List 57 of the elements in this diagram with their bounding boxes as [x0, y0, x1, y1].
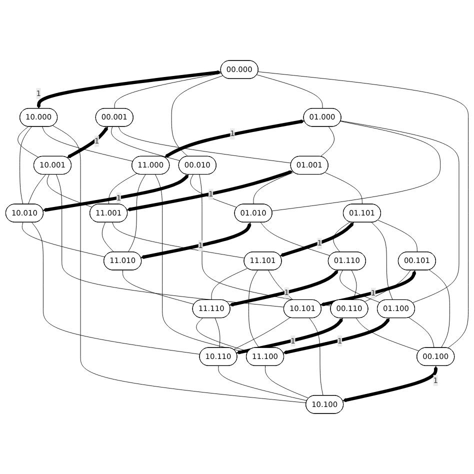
connector — [112, 222, 245, 258]
connector — [114, 73, 222, 109]
connector — [268, 270, 294, 300]
arrow — [36, 70, 222, 109]
connector — [18, 126, 39, 158]
connector — [340, 270, 380, 303]
connector — [171, 75, 224, 157]
arrow — [42, 174, 189, 212]
connector — [52, 125, 306, 404]
connector — [260, 222, 330, 256]
connector — [20, 126, 32, 204]
arrow — [283, 318, 390, 354]
connector — [102, 222, 114, 252]
connector — [122, 270, 194, 305]
connector — [56, 174, 284, 308]
connector — [214, 318, 220, 348]
arrow — [66, 126, 108, 158]
connector — [218, 366, 308, 401]
connector — [253, 172, 294, 204]
connector — [408, 317, 434, 348]
connector — [378, 220, 418, 252]
connector — [272, 121, 441, 212]
arrow — [229, 270, 338, 306]
arrow — [320, 270, 416, 306]
connector — [364, 270, 411, 302]
connector — [371, 222, 393, 300]
arrow — [342, 366, 438, 402]
connector — [190, 174, 238, 208]
connector — [155, 174, 248, 353]
connector — [264, 366, 309, 398]
connector — [324, 172, 362, 204]
arrow — [126, 170, 293, 212]
arrow — [280, 222, 354, 257]
connector — [309, 318, 324, 396]
connector — [258, 72, 469, 348]
connector — [320, 126, 334, 157]
connector — [248, 270, 260, 348]
connector — [111, 126, 180, 162]
connector — [22, 222, 106, 258]
connector — [211, 268, 248, 300]
connector — [233, 317, 290, 350]
connector — [42, 126, 134, 162]
connector — [333, 222, 350, 252]
connector — [32, 222, 200, 355]
arrow — [236, 318, 343, 354]
connector — [118, 126, 292, 164]
connector — [356, 318, 420, 352]
connector — [340, 120, 460, 304]
connector — [256, 74, 323, 109]
connector — [128, 174, 146, 252]
connector — [108, 173, 138, 204]
connector — [28, 174, 46, 204]
arrow — [164, 120, 304, 158]
connector — [428, 270, 450, 348]
arrow — [140, 222, 252, 259]
connector — [46, 174, 93, 208]
connector — [199, 174, 332, 306]
